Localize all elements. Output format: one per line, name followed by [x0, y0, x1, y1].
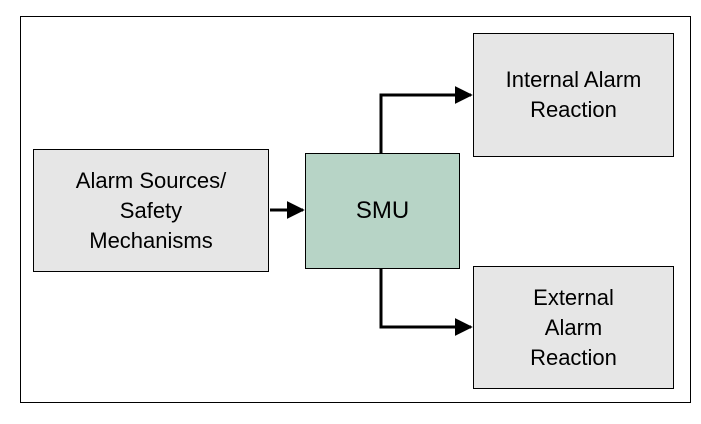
external-alarm-reaction-label: External Alarm Reaction	[530, 284, 617, 370]
external-alarm-reaction-node: External Alarm Reaction	[473, 266, 674, 389]
arrow-smu-to-external	[379, 269, 473, 336]
diagram-frame	[20, 16, 691, 403]
arrow-smu-to-internal	[379, 86, 473, 153]
smu-node: SMU	[305, 153, 460, 269]
alarm-sources-label: Alarm Sources/ Safety Mechanisms	[75, 167, 227, 253]
smu-label: SMU	[355, 197, 410, 224]
internal-alarm-reaction-node: Internal Alarm Reaction	[473, 33, 674, 157]
internal-alarm-reaction-label: Internal Alarm Reaction	[505, 67, 642, 122]
alarm-sources-node: Alarm Sources/ Safety Mechanisms	[33, 149, 269, 272]
